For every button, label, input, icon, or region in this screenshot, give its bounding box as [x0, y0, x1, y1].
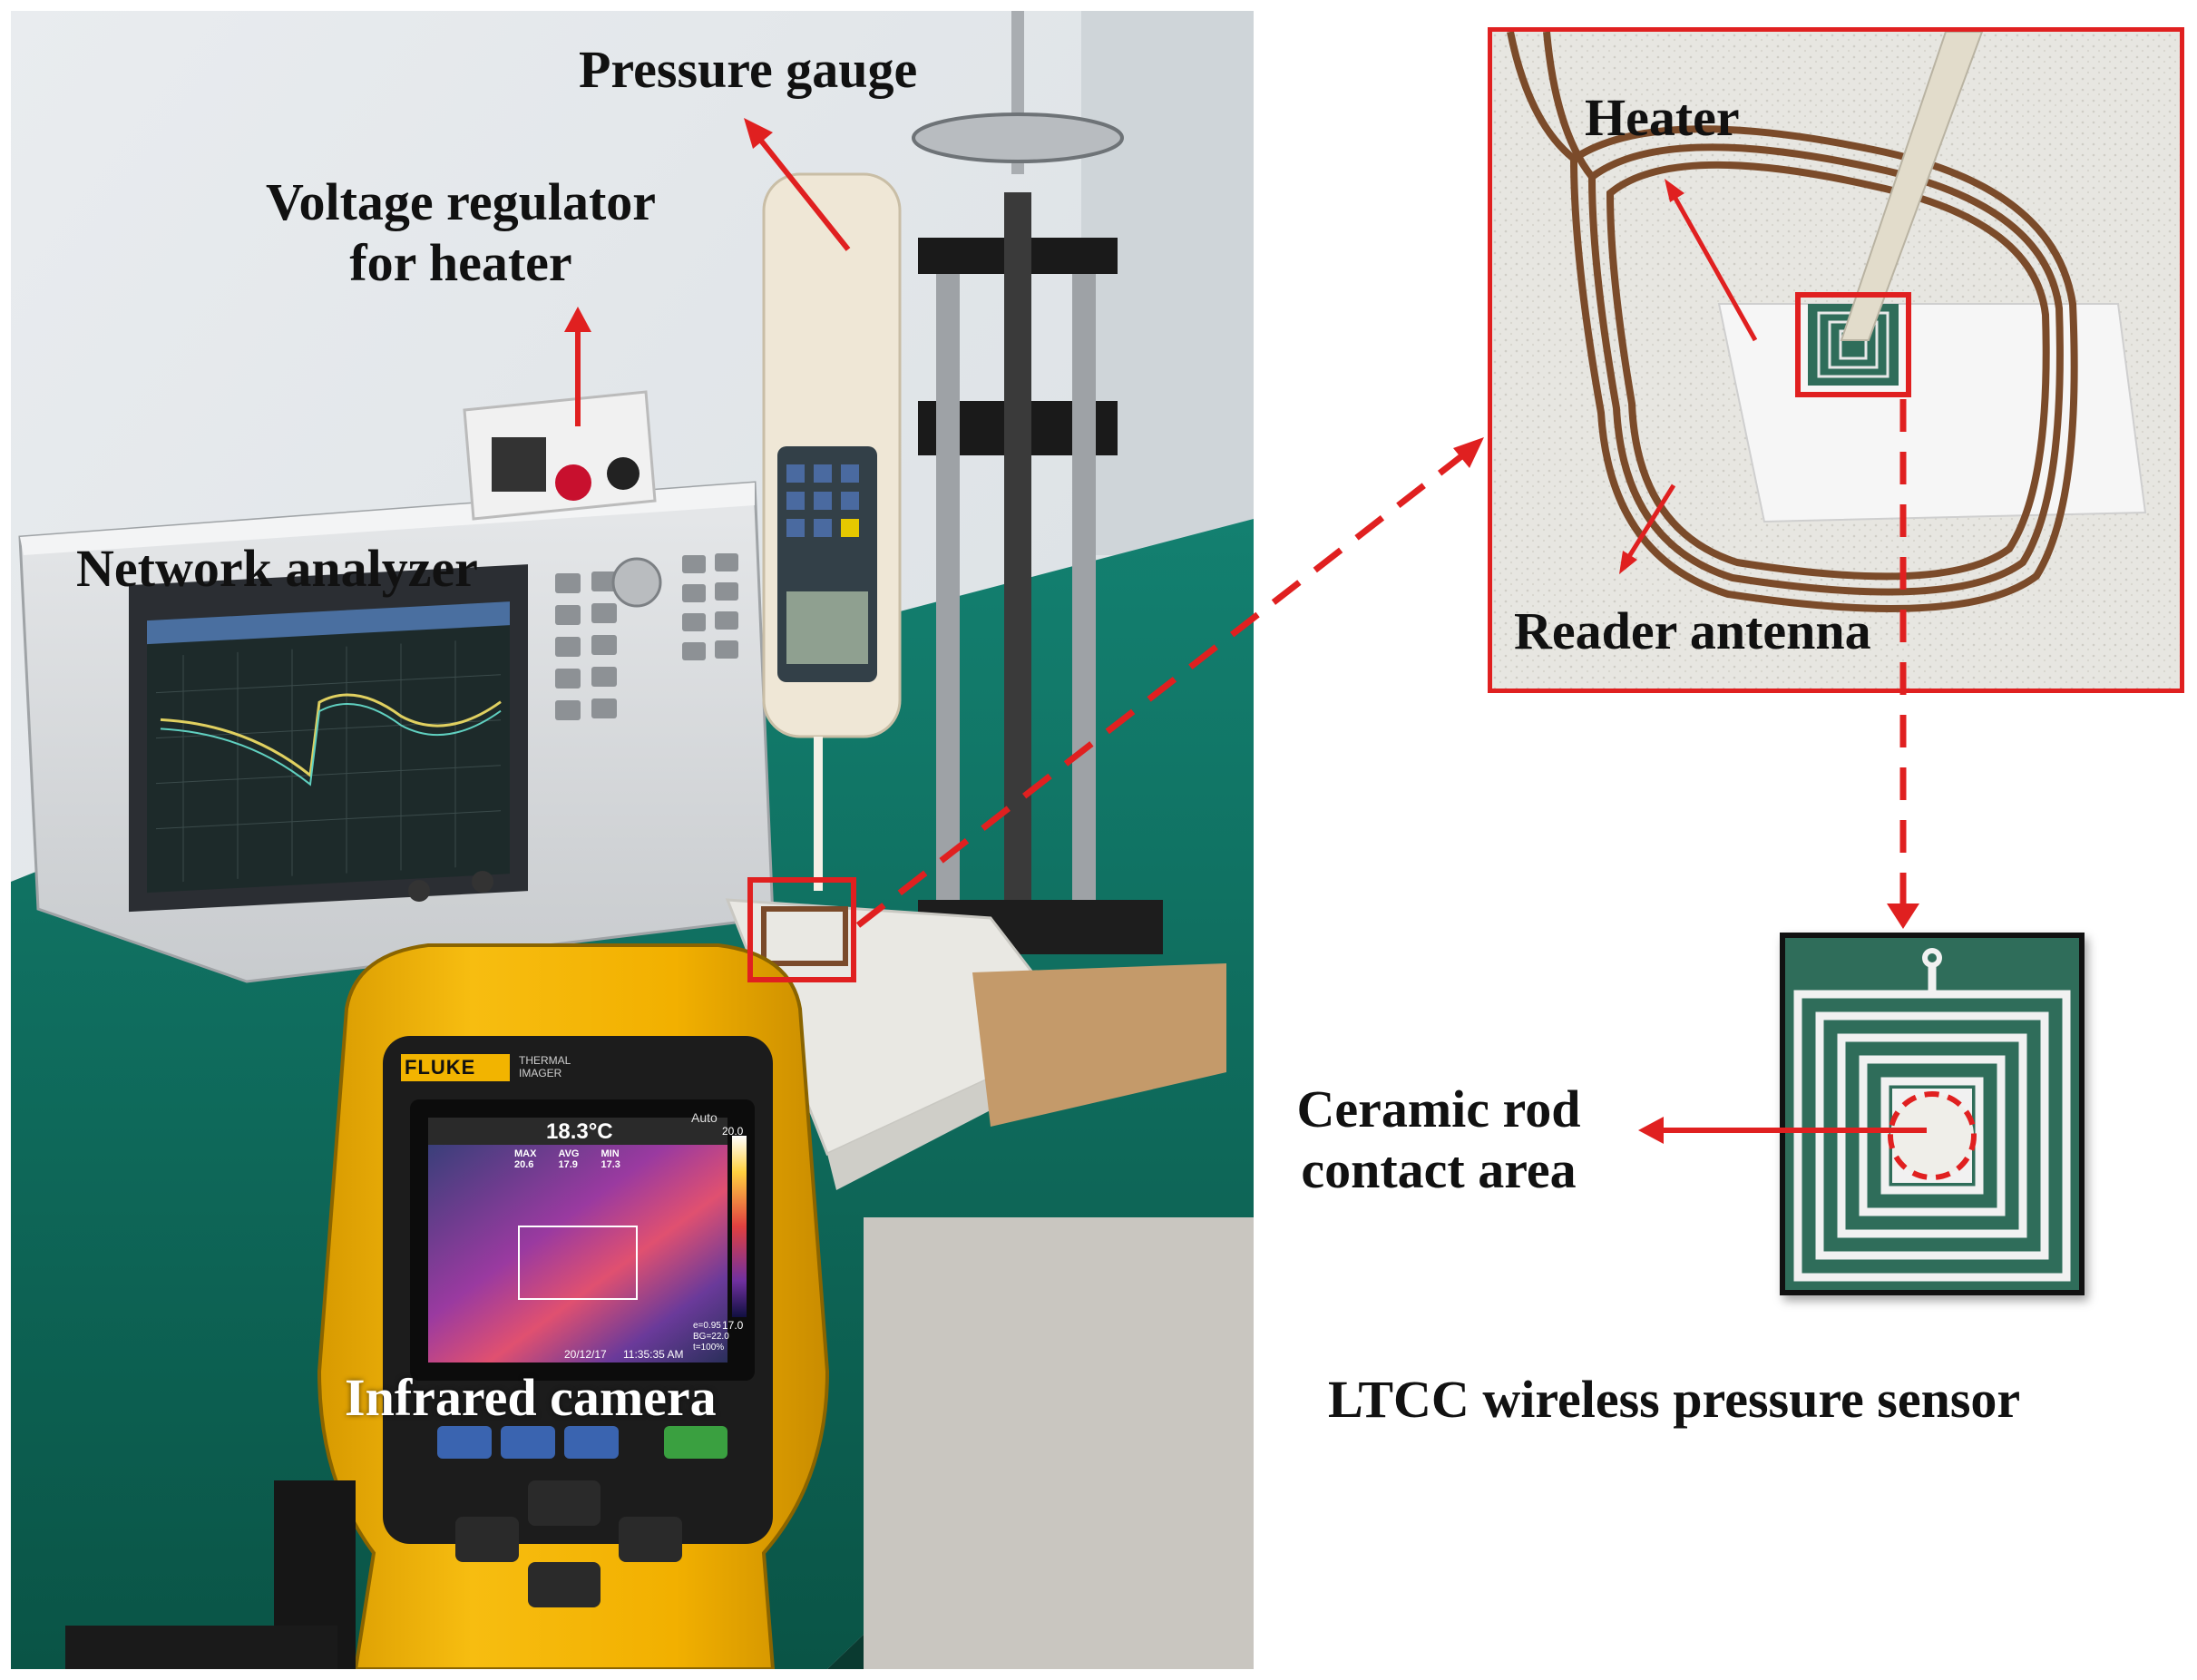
camera-mode: Auto	[691, 1110, 718, 1125]
voltage-regulator-label-line1: Voltage regulator	[265, 172, 657, 231]
camera-stat-max-label: MAX	[514, 1148, 537, 1159]
camera-stat-avg-label: AVG	[558, 1148, 580, 1159]
camera-param-t: t=100%	[693, 1343, 725, 1353]
camera-param-e: e=0.95	[693, 1321, 721, 1331]
sensor-dashed-arrowhead	[1887, 903, 1919, 929]
voltage-regulator-label-line2: for heater	[349, 232, 572, 292]
voltage-regulator-label: Voltage regulator for heater	[234, 172, 688, 293]
heater-label: Heater	[1585, 88, 1740, 147]
sensor-caption: LTCC wireless pressure sensor	[1328, 1370, 2021, 1429]
camera-stat-max-value: 20.6	[514, 1159, 534, 1170]
ltcc-sensor-image	[1780, 933, 2085, 1295]
ltcc-sensor-coil-illustration	[1785, 938, 2079, 1290]
camera-model-line1: THERMAL	[519, 1054, 571, 1067]
camera-model-label: THERMAL IMAGER	[519, 1054, 571, 1079]
camera-brand-text: FLUKE	[405, 1056, 476, 1079]
camera-scale-max: 20.0	[722, 1125, 744, 1138]
pressure-gauge-label: Pressure gauge	[579, 40, 918, 99]
lab-setup-photo: FLUKE THERMAL IMAGER 18.3°C Auto 20.0 17…	[11, 11, 1254, 1669]
camera-param-bg: BG=22.0	[693, 1332, 729, 1342]
camera-model-line2: IMAGER	[519, 1067, 562, 1079]
camera-stat-avg-value: 17.9	[558, 1159, 578, 1170]
ceramic-rod-arrowhead	[1638, 1117, 1664, 1144]
camera-date: 20/12/17	[564, 1348, 607, 1361]
camera-stat-min-value: 17.3	[601, 1159, 620, 1170]
lab-setup-illustration	[11, 11, 1254, 1669]
zoom-dashed-arrowhead	[1453, 437, 1484, 468]
ceramic-rod-label: Ceramic rod contact area	[1257, 1079, 1620, 1200]
ceramic-rod-label-line2: contact area	[1301, 1139, 1577, 1199]
heater-antenna-inset: Heater Reader antenna	[1488, 27, 2184, 693]
ceramic-rod-label-line1: Ceramic rod	[1296, 1079, 1581, 1138]
camera-temp-readout: 18.3°C	[546, 1119, 613, 1144]
heater-antenna-illustration	[1492, 32, 2180, 689]
camera-time: 11:35:35 AM	[623, 1348, 684, 1361]
infrared-camera-label: Infrared camera	[345, 1368, 717, 1427]
camera-scale-min: 17.0	[722, 1319, 744, 1332]
network-analyzer-label: Network analyzer	[76, 539, 478, 598]
camera-stat-min-label: MIN	[601, 1148, 620, 1159]
reader-antenna-label: Reader antenna	[1514, 601, 1871, 660]
camera-params: e=0.95 BG=22.0 t=100%	[693, 1321, 729, 1353]
